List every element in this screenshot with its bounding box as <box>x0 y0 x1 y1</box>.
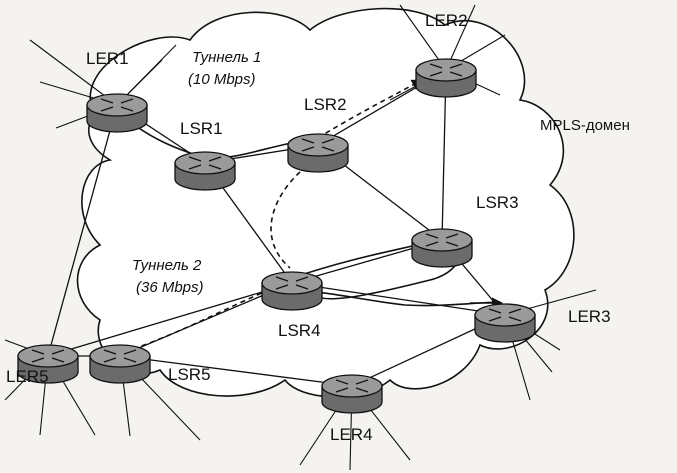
router-arrows-icon <box>103 349 137 363</box>
router-top <box>415 58 477 82</box>
router-top <box>89 344 151 368</box>
router-top <box>261 271 323 295</box>
tunnel-1-bandwidth: (10 Mbps) <box>188 71 256 88</box>
router-LER2[interactable] <box>415 58 477 98</box>
label-LSR3: LSR3 <box>476 193 519 212</box>
router-LSR3[interactable] <box>411 228 473 268</box>
router-arrows-icon <box>301 138 335 152</box>
tunnel-1-name: Туннель 1 <box>192 49 261 66</box>
link-LSR5-LER4 <box>119 355 353 387</box>
label-LER1: LER1 <box>86 49 129 68</box>
router-arrows-icon <box>335 379 369 393</box>
router-arrows-icon <box>100 98 134 112</box>
router-LER5[interactable] <box>17 344 79 384</box>
routers <box>17 58 536 414</box>
router-top <box>321 374 383 398</box>
tunnel-2-name: Туннель 2 <box>132 257 202 274</box>
router-top <box>17 344 79 368</box>
router-arrows-icon <box>488 308 522 322</box>
label-LSR2: LSR2 <box>304 95 347 114</box>
router-LSR5[interactable] <box>89 344 151 384</box>
mpls-domain-cloud <box>76 7 575 398</box>
external-link-0 <box>29 39 118 106</box>
router-arrows-icon <box>275 276 309 290</box>
router-LER4[interactable] <box>321 374 383 414</box>
link-LSR4-LER3 <box>291 282 506 316</box>
tunnel-2-bandwidth: (36 Mbps) <box>136 279 204 296</box>
link-LER1-LER5 <box>47 104 118 357</box>
router-arrows-icon <box>429 63 463 77</box>
router-LER1[interactable] <box>86 93 148 133</box>
label-LSR4: LSR4 <box>278 321 321 340</box>
router-top <box>287 133 349 157</box>
router-LSR4[interactable] <box>261 271 323 311</box>
router-LSR1[interactable] <box>174 151 236 191</box>
label-LER4: LER4 <box>330 425 373 444</box>
router-arrows-icon <box>31 349 65 363</box>
router-top <box>474 303 536 327</box>
router-LSR2[interactable] <box>287 133 349 173</box>
router-arrows-icon <box>188 156 222 170</box>
label-LER3: LER3 <box>568 307 611 326</box>
label-LSR5: LSR5 <box>168 365 211 384</box>
tunnel-2-dashed-segment <box>270 171 301 269</box>
router-top <box>411 228 473 252</box>
router-arrows-icon <box>425 233 459 247</box>
tunnel-1-arrow <box>317 79 423 139</box>
label-LER5: LER5 <box>6 367 49 386</box>
label-LER2: LER2 <box>425 11 468 30</box>
router-LER3[interactable] <box>474 303 536 343</box>
label-LSR1: LSR1 <box>180 119 223 138</box>
router-top <box>174 151 236 175</box>
link-LSR3-LER2 <box>441 69 447 241</box>
router-top <box>86 93 148 117</box>
link-LSR4-LER5 <box>47 282 293 357</box>
mpls-domain-label: MPLS-домен <box>540 117 630 134</box>
